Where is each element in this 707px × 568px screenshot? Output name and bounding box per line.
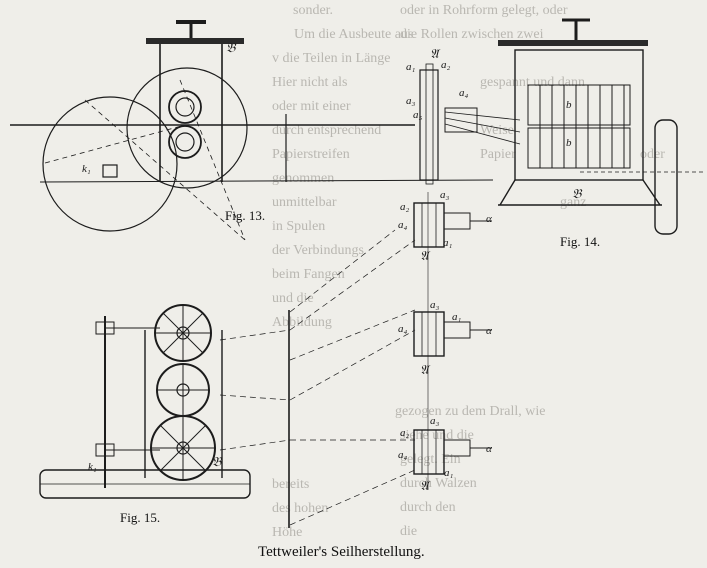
label-k1: k₁	[82, 163, 91, 175]
bg-text-line: genommen	[272, 171, 334, 186]
spindle-units: a₃ a₂ a₄ a₁ α 𝔄 a₃ a₄ a₁ α 𝔄 a₃	[398, 189, 492, 493]
bg-text-line: durch entsprechend	[272, 123, 381, 138]
label-a: 𝔄	[420, 362, 431, 377]
bg-text-line: der Verbindungs	[272, 243, 364, 258]
bg-text-line: des hohen	[272, 501, 328, 516]
bg-text-line: oder	[640, 147, 665, 162]
label-a5: a₅	[413, 109, 423, 121]
bg-text-line: und die	[272, 291, 314, 306]
bg-text-line: siehe und die	[400, 428, 474, 443]
label-a: 𝔄	[420, 478, 431, 493]
bg-text-line: die Rollen zwischen zwei	[400, 27, 544, 42]
label-alpha: α	[486, 443, 492, 455]
bg-text-line: Um die Ausbeute aus	[294, 27, 413, 42]
label-alpha: α	[486, 325, 492, 337]
bg-text-line: Hier nicht als	[272, 75, 347, 90]
roller-stack	[527, 84, 631, 169]
bg-text-line: gezogen zu dem Drall, wie	[395, 404, 545, 419]
bg-text-line: Papierstreifen	[272, 147, 350, 162]
bg-text-line: die	[400, 524, 417, 539]
spindle-unit: a₃ a₄ a₁ α 𝔄	[398, 299, 492, 377]
figure-title: Tettweiler's Seilherstellung.	[258, 544, 425, 560]
label-B-fig14: 𝔅	[572, 186, 583, 201]
label-a2: a₂	[400, 201, 410, 213]
background-text: sonder. Um die Ausbeute aus v die Teilen…	[272, 3, 665, 540]
label-B-fig15: 𝔅	[212, 454, 223, 469]
bg-text-line: Abbildung	[272, 315, 332, 330]
bg-text-line: beim Fangen	[272, 267, 345, 282]
bg-text-line: bereits	[272, 477, 309, 492]
bg-text-line: oder in Rohrform gelegt, oder	[400, 3, 568, 18]
label-a4: a₄	[459, 87, 469, 99]
figure-14: 𝔄 a₁ a₂ a₃ a₅ a₄ b b 𝔅	[406, 18, 705, 249]
figure-15: k₁ 𝔅 Fig. 15.	[39, 229, 416, 528]
bg-text-line: durch Walzen	[400, 476, 477, 491]
label-a4: a₄	[398, 323, 408, 335]
label-a4: a₄	[398, 449, 408, 461]
label-a1: a₁	[444, 467, 454, 479]
bg-text-line: oder mit einer	[272, 99, 351, 114]
fig14-caption: Fig. 14.	[560, 234, 600, 249]
label-a3: a₃	[406, 95, 416, 107]
label-a2: a₂	[441, 59, 451, 71]
bg-text-line: Weise	[480, 123, 514, 138]
label-b-lower: b	[566, 137, 572, 149]
bg-text-line: ganz	[560, 195, 586, 210]
label-a2: a₂	[400, 427, 410, 439]
label-a4: a₄	[398, 219, 408, 231]
fig13-caption: Fig. 13.	[225, 208, 265, 223]
bg-text-line: Papier	[480, 147, 516, 162]
bg-text-line: durch den	[400, 500, 456, 515]
label-a3: a₃	[430, 415, 440, 427]
bg-text-line: gespannt und dann	[480, 75, 585, 90]
bg-text-line: sonder.	[293, 3, 333, 18]
figure-13: k₁ 𝔅 Fig. 13.	[10, 20, 494, 241]
label-a3: a₃	[430, 299, 440, 311]
label-a: 𝔄	[420, 248, 431, 263]
bg-text-line: unmittelbar	[272, 195, 337, 210]
label-a3: a₃	[440, 189, 450, 201]
label-a1: a₁	[406, 61, 416, 73]
bg-text-line: Höhe	[272, 525, 302, 540]
bg-text-line: in Spulen	[272, 219, 325, 234]
label-a: 𝔄	[430, 46, 441, 61]
projection-lines	[219, 229, 416, 526]
spindle-unit: a₃ a₂ a₄ a₁ α 𝔄	[398, 415, 492, 493]
label-a1: a₁	[443, 237, 453, 249]
label-k1-fig15: k₁	[88, 461, 97, 473]
fig15-caption: Fig. 15.	[120, 510, 160, 525]
label-b-upper: b	[566, 99, 572, 111]
spoked-wheels	[150, 304, 216, 481]
spindle-unit: a₃ a₂ a₄ a₁ α 𝔄	[398, 189, 492, 263]
label-B: 𝔅	[226, 40, 237, 55]
label-alpha: α	[486, 213, 492, 225]
label-a1: a₁	[452, 311, 462, 323]
bg-text-line: v die Teilen in Länge	[272, 51, 391, 66]
bg-text-line: gelegt. Ein	[400, 452, 461, 467]
